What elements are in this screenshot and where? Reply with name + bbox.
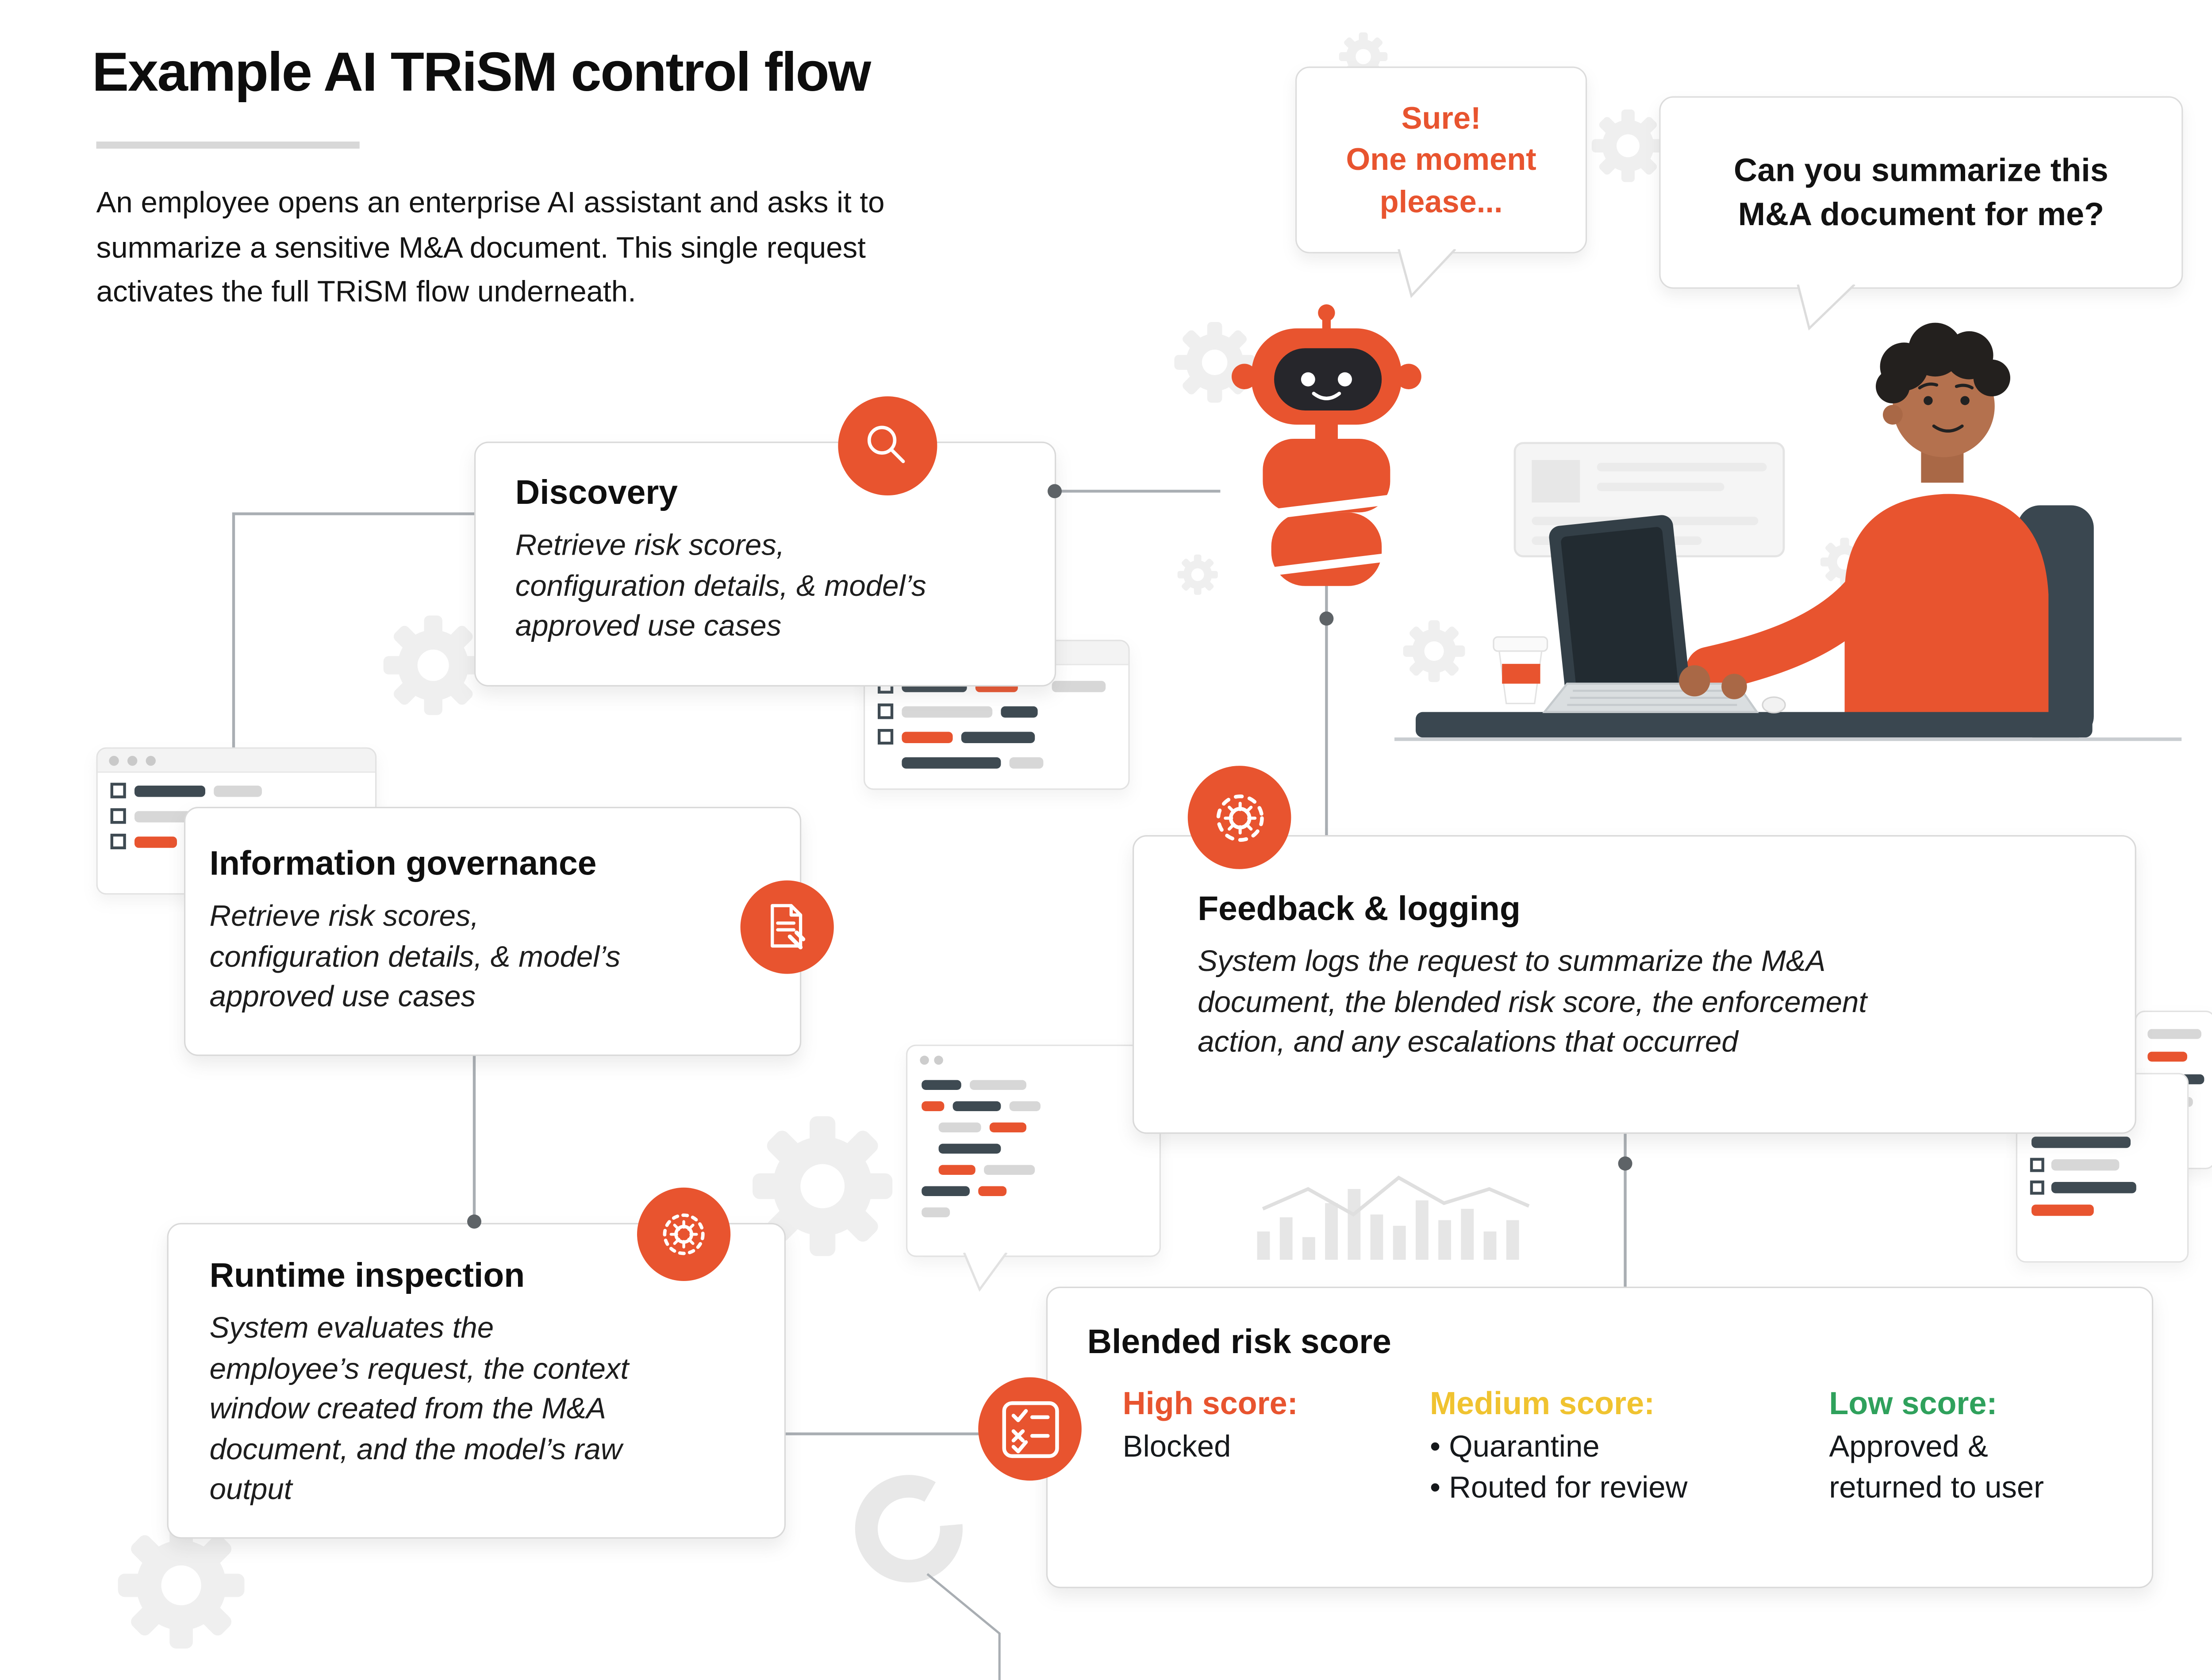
donut-chart-illustration: [855, 1475, 964, 1583]
risk-score-columns: High score: Blocked Medium score: • Quar…: [1123, 1386, 2152, 1509]
ground-line: [1394, 737, 2182, 741]
discovery-body: Retrieve risk scores, configuration deta…: [515, 529, 926, 643]
person-arm: [1686, 529, 1913, 692]
gear-sync-icon: [1216, 794, 1263, 841]
medium-score-item: • Routed for review: [1430, 1470, 1688, 1505]
high-score-text: Blocked: [1122, 1430, 1231, 1464]
high-score-label: High score:: [1122, 1385, 1298, 1421]
discovery-card: Discovery Retrieve risk scores, configur…: [474, 441, 1056, 687]
feedback-logging-title: Feedback & logging: [1198, 890, 1521, 929]
desk: [1416, 712, 2093, 738]
robot-speech-bubble: Sure! One moment please...: [1295, 66, 1587, 298]
runtime-inspection-title: Runtime inspection: [209, 1257, 525, 1295]
mouse: [1762, 696, 1786, 713]
code-window-titlebar: [97, 748, 376, 773]
feedback-logging-node: [1187, 766, 1291, 869]
code-window-illustration: [906, 1044, 1161, 1292]
runtime-inspection-node: [637, 1187, 731, 1281]
runtime-inspection-body: System evaluates the employee’s request,…: [209, 1312, 629, 1507]
person-hand: [1721, 674, 1747, 699]
information-governance-body: Retrieve risk scores, configuration deta…: [209, 900, 621, 1014]
code-lines: [920, 1055, 1041, 1217]
speech-bubble-tail: [1797, 284, 1855, 331]
head-gear-icon: [663, 1213, 705, 1255]
person-hand: [1679, 665, 1710, 697]
information-governance-title: Information governance: [209, 845, 597, 883]
low-score-column: Low score: Approved & returned to user: [1829, 1386, 2152, 1509]
medium-score-item: • Quarantine: [1430, 1430, 1600, 1464]
intro-text: An employee opens an enterprise AI assis…: [96, 187, 885, 309]
low-score-text: Approved & returned to user: [1829, 1430, 2044, 1505]
magnifier-icon: [867, 426, 905, 464]
low-score-label: Low score:: [1829, 1385, 1997, 1421]
robot-speech-text: Sure! One moment please...: [1346, 101, 1536, 219]
person-ear: [1883, 405, 1903, 425]
code-window-tail: [963, 1253, 1008, 1292]
high-score-column: High score: Blocked: [1123, 1386, 1430, 1509]
information-governance-card: Information governance Retrieve risk sco…: [184, 807, 802, 1056]
robot-illustration: [1232, 304, 1421, 586]
medium-score-column: Medium score: • Quarantine • Routed for …: [1430, 1386, 1829, 1509]
title-underline: [96, 142, 360, 149]
page-title: Example AI TRiSM control flow: [92, 42, 871, 104]
discovery-title: Discovery: [515, 474, 678, 513]
speech-bubble-tail: [1398, 249, 1456, 298]
feedback-logging-card: Feedback & logging System logs the reque…: [1133, 835, 2136, 1134]
person-at-desk-illustration: [1394, 322, 2182, 741]
laptop-screen: [1549, 515, 1690, 712]
coffee-cup: [1493, 636, 1548, 705]
feedback-logging-body: System logs the request to summarize the…: [1198, 945, 1867, 1059]
document-gavel-icon: [771, 904, 806, 950]
blended-risk-score-node: [978, 1377, 1082, 1481]
person-face: [1918, 382, 1974, 433]
user-speech-bubble: Can you summarize this M&A document for …: [1659, 96, 2183, 331]
person-hair: [1876, 322, 2010, 403]
medium-score-label: Medium score:: [1430, 1385, 1655, 1421]
bar-chart-illustration: [1257, 1175, 1530, 1260]
checklist-icon: [1001, 1400, 1059, 1458]
blended-risk-score-card: Blended risk score High score: Blocked M…: [1046, 1286, 2154, 1588]
blended-risk-score-title: Blended risk score: [1087, 1323, 1391, 1362]
user-speech-text: Can you summarize this M&A document for …: [1734, 151, 2108, 232]
information-governance-node: [740, 880, 834, 974]
discovery-node: [838, 396, 937, 495]
